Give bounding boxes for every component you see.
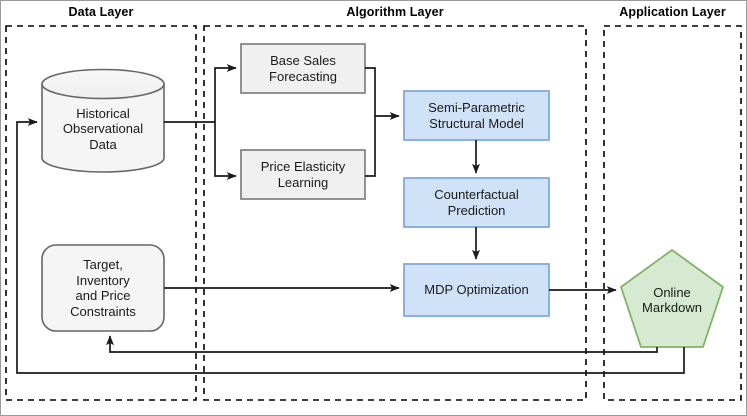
base-sales-forecasting-shape[interactable] [240, 43, 366, 94]
algorithm-layer-container [203, 25, 587, 401]
edge-data-to-price-elasticity-learning [214, 122, 237, 180]
application-layer-title: Application Layer [619, 5, 726, 19]
edge-markdown-feedback-to-constraints [106, 335, 658, 353]
mdp-optimization-shape[interactable] [403, 263, 550, 317]
price-elasticity-learning-shape[interactable] [240, 149, 366, 200]
edge-data-to-base-sales-forecasting [164, 64, 237, 123]
historical-observational-data-shape[interactable] [41, 68, 165, 173]
online-markdown-shape[interactable] [619, 248, 725, 348]
data-layer-title: Data Layer [68, 5, 134, 19]
edge-price-elasticity-to-semi-parametric [365, 116, 376, 177]
data-layer-container [5, 25, 197, 401]
target-inventory-and-price-constraints-shape[interactable] [41, 244, 165, 332]
semi-parametric-structural-model-shape[interactable] [403, 90, 550, 141]
edge-base-sales-to-semi-parametric [365, 67, 400, 120]
edge-markdown-feedback-to-data [16, 118, 685, 374]
counterfactual-prediction-shape[interactable] [403, 177, 550, 228]
application-layer-container [603, 25, 742, 401]
algorithm-layer-title: Algorithm Layer [346, 5, 444, 19]
